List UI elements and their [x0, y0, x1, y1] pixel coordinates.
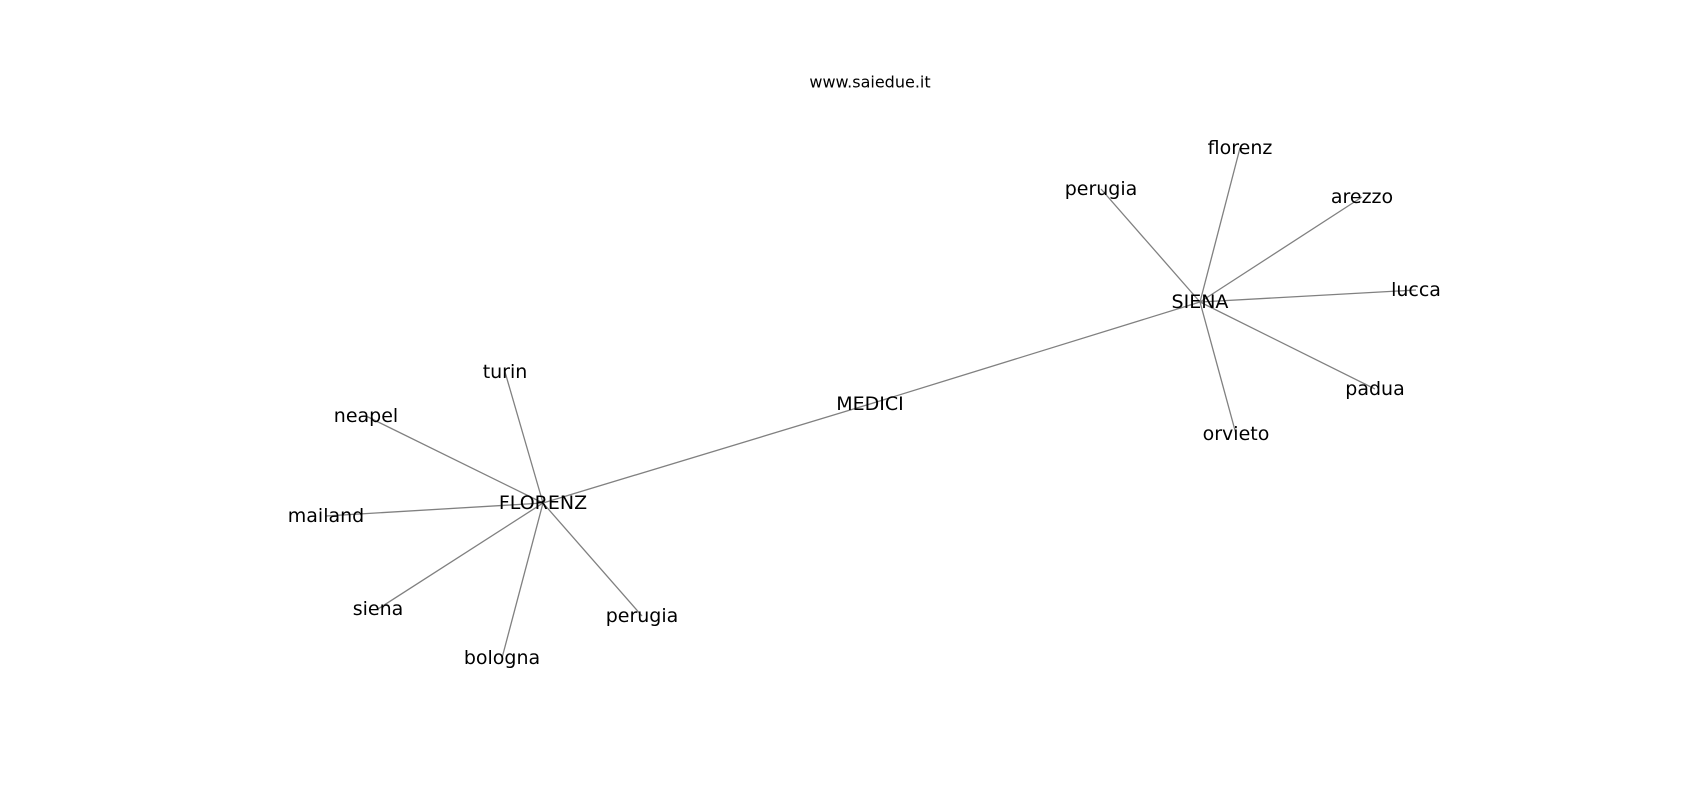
node-label-f-mailand: mailand: [288, 505, 364, 527]
edge-florenz_hub-f_perugia: [542, 502, 643, 617]
node-label-f-perugia: perugia: [606, 605, 679, 627]
node-label-f-turin: turin: [483, 361, 528, 383]
edge-medici-florenz_hub: [542, 403, 871, 504]
node-label-f-siena: siena: [353, 598, 404, 620]
node-label-s-perugia: perugia: [1065, 178, 1138, 200]
node-label-f-bologna: bologna: [464, 647, 540, 669]
nodes-layer: MEDICI FLORENZ SIENA turin neapel mailand sien…: [288, 137, 1441, 669]
edge-florenz_hub-f_neapel: [365, 415, 544, 504]
node-label-s-florenz: florenz: [1208, 137, 1273, 159]
edges-layer: [325, 147, 1417, 659]
edge-siena_hub-s_lucca: [1199, 289, 1417, 303]
node-label-siena-hub: SIENA: [1172, 291, 1229, 313]
node-label-s-lucca: lucca: [1391, 279, 1441, 301]
edge-florenz_hub-f_siena: [377, 502, 544, 610]
edge-medici-siena_hub: [869, 301, 1201, 405]
node-label-f-neapel: neapel: [334, 405, 398, 427]
site-title: www.saiedue.it: [809, 73, 930, 92]
edge-florenz_hub-f_bologna: [501, 502, 544, 659]
node-label-s-padua: padua: [1345, 378, 1404, 400]
edge-siena_hub-s_padua: [1199, 301, 1376, 390]
edge-florenz_hub-f_turin: [504, 371, 544, 504]
node-label-florenz-hub: FLORENZ: [499, 492, 587, 514]
node-label-medici: MEDICI: [836, 393, 904, 415]
edge-siena_hub-s_arezzo: [1199, 196, 1363, 303]
edge-siena_hub-s_florenz: [1199, 147, 1241, 303]
edge-siena_hub-s_orvieto: [1199, 301, 1237, 435]
edge-siena_hub-s_perugia: [1100, 188, 1201, 303]
edge-florenz_hub-f_mailand: [325, 502, 544, 517]
node-label-s-orvieto: orvieto: [1203, 423, 1270, 445]
node-label-s-arezzo: arezzo: [1331, 186, 1393, 208]
